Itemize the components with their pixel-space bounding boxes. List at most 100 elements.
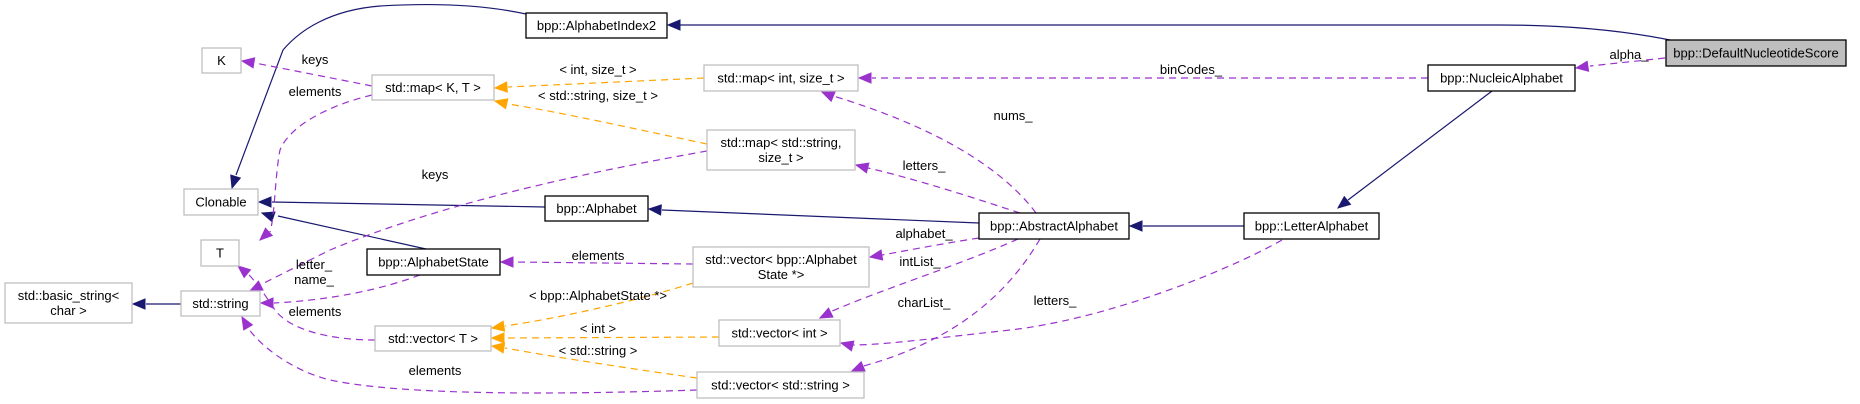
node-label: std::vector< T >: [388, 331, 478, 346]
edge-label: letters_: [1034, 293, 1077, 308]
edge-labels-layer: alpha_binCodes_letters_nums_letters_alph…: [289, 47, 1650, 378]
node-default-nucleotide-score[interactable]: bpp::DefaultNucleotideScore: [1665, 39, 1847, 67]
edge-vector-alphabet-state-to-alphabet-state: [499, 256, 694, 268]
node-t[interactable]: T: [200, 239, 240, 267]
node-box[interactable]: [1665, 39, 1847, 67]
node-abstract-alphabet[interactable]: bpp::AbstractAlphabet: [978, 212, 1130, 240]
edge-letter-alphabet-to-vector-int: [839, 239, 1283, 352]
arrowhead-icon: [230, 174, 242, 190]
node-vector-int[interactable]: std::vector< int >: [718, 319, 841, 347]
edge-line: [269, 94, 373, 233]
node-alphabet-state[interactable]: bpp::AlphabetState: [366, 248, 501, 276]
node-vector-alphabet-state[interactable]: std::vector< bpp::AlphabetState *>: [692, 246, 870, 288]
edge-abstract-alphabet-to-alphabet: [647, 204, 980, 224]
node-map-int-size[interactable]: std::map< int, size_t >: [703, 64, 859, 92]
node-label: bpp::LetterAlphabet: [1255, 219, 1369, 234]
edge-label: alphabet_: [895, 226, 953, 241]
arrowhead-icon: [490, 332, 505, 344]
arrowhead-icon: [839, 340, 855, 352]
arrowhead-icon: [490, 320, 506, 332]
edge-map-int-size-to-map-kt: [493, 77, 705, 93]
edge-line: [504, 282, 694, 327]
node-box[interactable]: [180, 290, 261, 317]
node-map-kt[interactable]: std::map< K, T >: [371, 74, 495, 101]
node-box[interactable]: [183, 188, 259, 216]
node-box[interactable]: [1243, 212, 1380, 240]
node-box[interactable]: [703, 64, 859, 92]
node-label: bpp::Alphabet: [556, 201, 637, 216]
node-std-string[interactable]: std::string: [180, 290, 261, 317]
edge-default-nucleotide-score-to-nucleic-alphabet: [1574, 57, 1666, 72]
arrowhead-icon: [818, 307, 834, 319]
arrowhead-icon: [131, 298, 146, 310]
node-box[interactable]: [4, 282, 133, 324]
edge-label: keys: [302, 52, 329, 67]
node-alphabet[interactable]: bpp::Alphabet: [544, 195, 649, 222]
node-alphabet-index2[interactable]: bpp::AlphabetIndex2: [525, 12, 668, 39]
node-k[interactable]: K: [201, 47, 242, 74]
arrowhead-icon: [257, 196, 272, 208]
node-map-string-size[interactable]: std::map< std::string,size_t >: [706, 129, 856, 171]
node-box[interactable]: [525, 12, 668, 39]
arrowhead-icon: [666, 19, 681, 31]
node-label: std::map< int, size_t >: [717, 71, 844, 86]
arrowhead-icon: [820, 91, 836, 103]
node-box[interactable]: [1427, 64, 1576, 92]
edge-map-kt-to-k: [240, 57, 373, 87]
node-box[interactable]: [366, 248, 501, 276]
node-box[interactable]: [200, 239, 240, 267]
edge-alphabet-to-clonable: [257, 196, 546, 208]
edge-label: < std::string >: [559, 343, 638, 358]
edge-default-nucleotide-score-to-alphabet-index2: [666, 19, 1671, 41]
arrowhead-icon: [259, 297, 274, 309]
edge-label: < int, size_t >: [559, 62, 636, 77]
edge-line: [1347, 90, 1493, 201]
node-label: State *>: [758, 267, 805, 282]
arrowhead-icon: [493, 98, 509, 110]
edge-label: binCodes_: [1160, 62, 1223, 77]
node-label: size_t >: [758, 150, 803, 165]
edge-line: [507, 77, 705, 88]
edge-line: [273, 274, 421, 304]
node-label: std::map< K, T >: [385, 80, 481, 95]
node-box[interactable]: [692, 246, 870, 288]
node-box[interactable]: [371, 74, 495, 101]
node-nucleic-alphabet[interactable]: bpp::NucleicAlphabet: [1427, 64, 1576, 92]
node-clonable[interactable]: Clonable: [183, 188, 259, 216]
edge-label: alpha_: [1609, 47, 1649, 62]
edge-line: [513, 261, 694, 265]
edge-vector-alphabet-state-to-vector-t: [490, 282, 694, 332]
edge-nucleic-alphabet-to-map-int-size: [857, 72, 1428, 84]
arrowhead-icon: [647, 204, 662, 216]
node-vector-string[interactable]: std::vector< std::string >: [696, 371, 865, 399]
node-box[interactable]: [696, 371, 865, 399]
edge-alphabet-index2-to-clonable: [230, 3, 527, 190]
node-basic-string[interactable]: std::basic_string<char >: [4, 282, 133, 324]
edge-abstract-alphabet-to-vector-alphabet-state: [868, 237, 980, 261]
edge-label: letters_: [903, 158, 946, 173]
node-box[interactable]: [544, 195, 649, 222]
edge-map-kt-to-t: [259, 94, 373, 241]
node-vector-t[interactable]: std::vector< T >: [374, 325, 492, 352]
edge-std-string-to-basic-string: [131, 298, 181, 310]
edge-map-string-size-to-map-kt: [493, 98, 708, 145]
node-letter-alphabet[interactable]: bpp::LetterAlphabet: [1243, 212, 1380, 240]
node-label: Clonable: [195, 195, 246, 210]
edge-alphabet-state-to-clonable: [260, 211, 427, 250]
node-box[interactable]: [706, 129, 856, 171]
edge-line: [829, 238, 1019, 313]
node-box[interactable]: [201, 47, 242, 74]
edge-line: [254, 62, 373, 87]
edge-nucleic-alphabet-to-letter-alphabet: [1336, 90, 1493, 209]
edge-line: [881, 237, 980, 256]
node-box[interactable]: [374, 325, 492, 352]
arrowhead-icon: [854, 162, 870, 174]
edge-label: charList_: [898, 295, 952, 310]
node-label: char >: [50, 303, 87, 318]
edge-label: elements: [409, 363, 462, 378]
edge-line: [507, 103, 708, 145]
node-box[interactable]: [978, 212, 1130, 240]
edges-layer: [131, 3, 1671, 394]
node-box[interactable]: [718, 319, 841, 347]
